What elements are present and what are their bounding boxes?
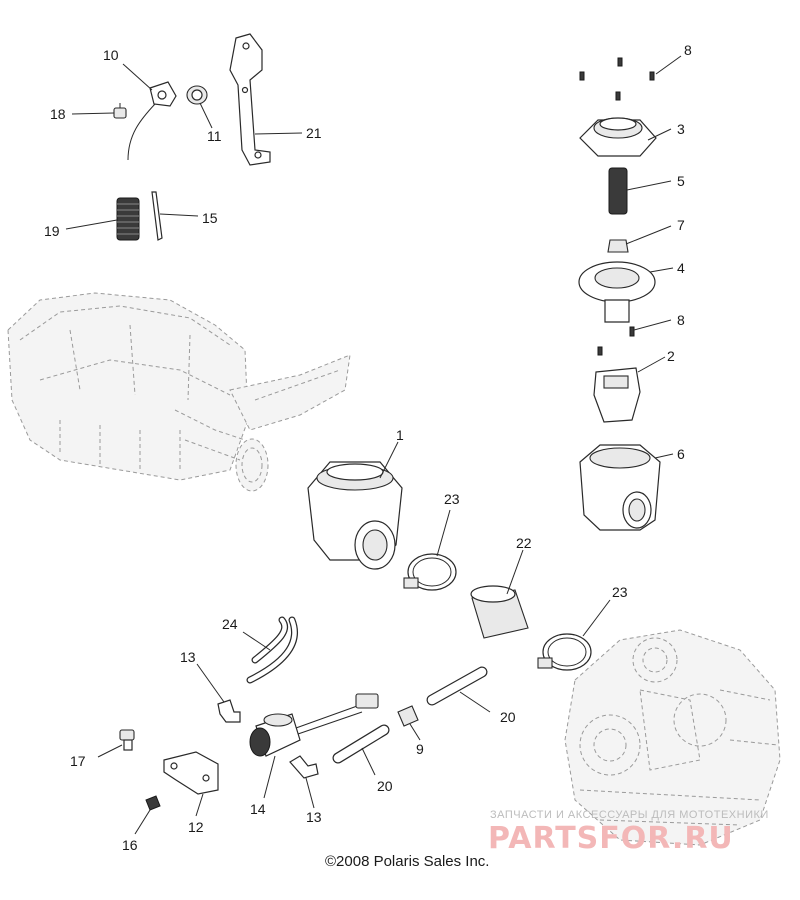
part-20-hose-b [332, 724, 390, 764]
leader-lines [65, 55, 682, 835]
part-12-bracket [163, 751, 219, 795]
callout-13-b: 13 [306, 809, 322, 825]
part-4-diaphragm [578, 261, 656, 323]
part-2-slide-housing [593, 367, 641, 423]
callout-2: 2 [667, 348, 675, 364]
part-1-throttle-body [307, 461, 403, 570]
callout-10: 10 [103, 47, 119, 63]
callout-8-top: 8 [684, 42, 692, 58]
part-10-sensor [127, 81, 177, 161]
part-16-screw [145, 795, 161, 811]
callout-23-a: 23 [444, 491, 460, 507]
airbox-ghost [7, 292, 351, 492]
part-11-grommet [186, 85, 208, 105]
callout-6: 6 [677, 446, 685, 462]
callout-21: 21 [306, 125, 322, 141]
engine-ghost [564, 629, 781, 846]
part-8-screws-top [579, 57, 655, 101]
part-22-sleeve [470, 585, 529, 639]
watermark: ЗАПЧАСТИ И АКСЕССУАРЫ ДЛЯ МОТОТЕХНИКИ PA… [488, 809, 769, 856]
callout-20-b: 20 [377, 778, 393, 794]
part-3-top-cover [579, 117, 657, 157]
part-21-bracket [229, 33, 271, 166]
callout-17: 17 [70, 753, 86, 769]
callout-24: 24 [222, 616, 238, 632]
part-20-hose-a [426, 666, 488, 706]
part-14-solenoid [249, 693, 379, 757]
part-7-retainer [607, 239, 629, 253]
callout-4: 4 [677, 260, 685, 276]
callout-22: 22 [516, 535, 532, 551]
callout-13-a: 13 [180, 649, 196, 665]
callout-18: 18 [50, 106, 66, 122]
callout-1: 1 [396, 427, 404, 443]
callout-8-mid: 8 [677, 312, 685, 328]
part-13-fitting-b [289, 755, 319, 779]
callout-7: 7 [677, 217, 685, 233]
callout-14: 14 [250, 801, 266, 817]
part-5-spring [608, 167, 628, 215]
part-24-hose [246, 616, 299, 684]
part-6-throttle-body [579, 444, 661, 531]
callout-9: 9 [416, 741, 424, 757]
watermark-logo: PARTSFOR.RU [488, 821, 734, 856]
watermark-caption: ЗАПЧАСТИ И АКСЕССУАРЫ ДЛЯ МОТОТЕХНИКИ [490, 809, 769, 821]
part-23-clamp-b [537, 633, 592, 671]
part-9-connector [397, 705, 419, 727]
part-13-fitting-a [217, 699, 241, 723]
copyright-notice: ©2008 Polaris Sales Inc. [325, 853, 489, 870]
part-15-cable-tie [151, 191, 163, 241]
part-23-clamp-a [403, 553, 457, 591]
part-17-bolt [119, 729, 135, 751]
callout-11: 11 [207, 128, 222, 144]
callout-15: 15 [202, 210, 218, 226]
part-19-spring [116, 197, 140, 241]
part-8-screws-mid [597, 326, 635, 356]
callout-12: 12 [188, 819, 204, 835]
callout-labels: 10 18 11 21 19 15 8 3 5 7 4 8 2 6 1 23 2… [44, 42, 692, 853]
callout-23-b: 23 [612, 584, 628, 600]
callout-5: 5 [677, 173, 685, 189]
callout-16: 16 [122, 837, 138, 853]
callout-3: 3 [677, 121, 685, 137]
callout-19: 19 [44, 223, 60, 239]
callout-20-a: 20 [500, 709, 516, 725]
part-18-screw [113, 103, 127, 119]
